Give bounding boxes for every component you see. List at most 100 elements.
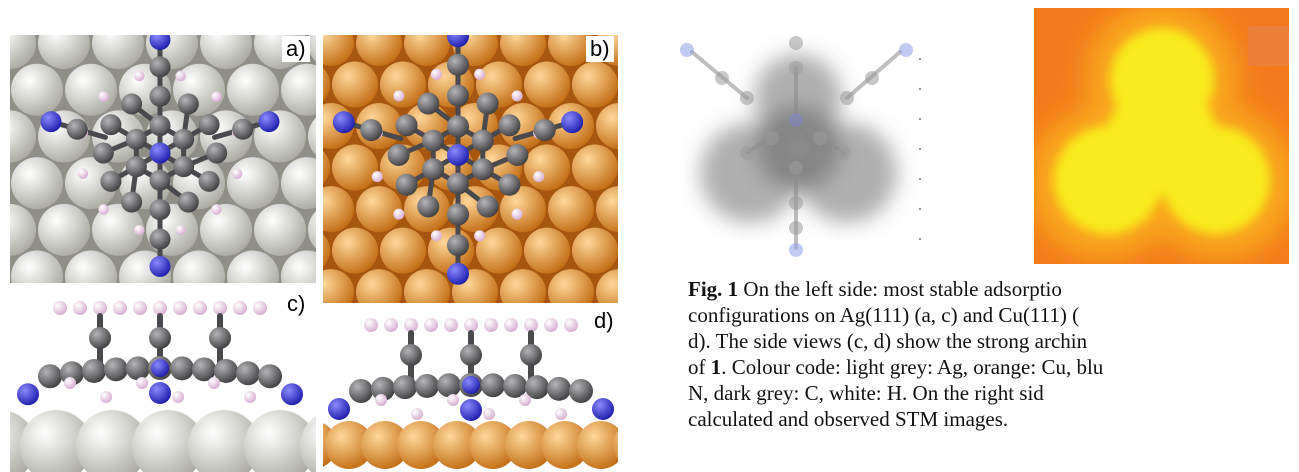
nitrogen-atom — [447, 35, 469, 48]
silver-surface-atom — [300, 416, 316, 472]
hydrogen-atom — [193, 301, 207, 315]
carbon-atom — [447, 115, 469, 138]
copper-surface-atom — [469, 421, 517, 469]
silver-surface-atom — [308, 35, 316, 62]
caption-line-2: configurations on Ag(111) (a, c) and Cu(… — [688, 303, 1080, 327]
scale-tick — [919, 238, 921, 240]
copper-surface-atom — [380, 227, 426, 274]
carbon-atom — [533, 119, 556, 142]
silver-surface-atom — [92, 203, 144, 256]
silver-surface-atom — [281, 157, 316, 210]
copper-surface-atom — [323, 234, 330, 268]
hydrogen-atom — [447, 394, 459, 406]
copper-surface-atom — [325, 421, 373, 469]
copper-surface-atom — [356, 269, 402, 303]
hydrogen-atom — [483, 408, 495, 420]
carbon-atom — [173, 156, 195, 178]
stm-atom — [789, 221, 803, 235]
carbon-atom — [214, 358, 238, 383]
copper-surface-atom — [572, 144, 618, 191]
silver-surface-atom — [20, 410, 92, 472]
carbon-atom — [149, 56, 171, 78]
copper-surface-atom — [577, 421, 618, 469]
calculated-stm-svg — [680, 36, 921, 257]
carbon-atom — [192, 357, 216, 382]
hydrogen-atom — [233, 301, 247, 315]
silver-surface-atom — [38, 203, 90, 256]
hydrogen-atom — [393, 208, 405, 220]
hydrogen-atom — [555, 408, 567, 420]
silver-surface-atom — [65, 157, 117, 210]
copper-surface-atom — [433, 421, 481, 469]
silver-surface-atom — [92, 35, 144, 69]
carbon-atom — [422, 129, 445, 152]
panel-c-side-view-ag — [10, 288, 316, 472]
carbon-atom — [100, 170, 122, 192]
carbon-atom — [447, 203, 469, 226]
silver-surface-atom — [173, 250, 225, 283]
silver-surface-atom — [11, 63, 63, 116]
copper-surface-atom — [356, 186, 402, 233]
silver-surface-atom — [188, 410, 260, 472]
stm-atom — [789, 61, 803, 75]
copper-surface-atom — [323, 186, 354, 233]
carbon-atom — [525, 375, 549, 400]
central-nitrogen-atom — [462, 376, 480, 394]
copper-surface-atom — [323, 68, 330, 102]
copper-surface-atom — [404, 35, 450, 66]
nitrogen-atom — [149, 255, 171, 277]
scale-tick — [919, 208, 921, 210]
silver-surface-atom — [254, 203, 306, 256]
carbon-atom — [393, 375, 417, 400]
hydrogen-atom — [474, 230, 486, 242]
hydrogen-atom — [524, 318, 538, 332]
carbon-atom — [349, 379, 373, 403]
hydrogen-atom — [474, 68, 486, 80]
hydrogen-atom — [133, 301, 147, 315]
carbon-atom — [520, 344, 542, 366]
copper-surface-atom — [380, 61, 426, 108]
carbon-atom — [209, 327, 231, 349]
stm-atom — [789, 161, 803, 175]
silver-surface-atom — [227, 63, 279, 116]
hydrogen-atom — [430, 230, 442, 242]
panel-b-image — [323, 35, 618, 303]
carbon-atom — [104, 357, 128, 382]
stm-corner-patch — [1248, 26, 1289, 66]
hydrogen-atom — [134, 224, 145, 236]
caption-line-5: N, dark grey: C, white: H. On the right … — [688, 381, 1044, 405]
nitrogen-atom — [17, 383, 39, 406]
carbon-atom — [569, 379, 593, 403]
carbon-atom — [547, 376, 571, 401]
caption-text-4a: of — [688, 355, 711, 379]
carbon-atom — [236, 361, 260, 386]
carbon-atom — [126, 356, 150, 381]
hydrogen-atom — [533, 171, 545, 183]
carbon-atom — [447, 234, 469, 257]
silver-surface-atom — [10, 110, 36, 163]
copper-surface-atom — [397, 421, 445, 469]
hydrogen-atom — [73, 301, 87, 315]
stm-calculated-density — [700, 54, 897, 223]
panel-d-image — [323, 318, 618, 469]
carbon-atom — [149, 327, 171, 349]
copper-surface-atom — [500, 35, 546, 66]
copper-surface-atom — [548, 269, 594, 303]
scale-tick — [919, 178, 921, 180]
nitrogen-atom — [149, 382, 171, 404]
silver-surface-atom — [10, 35, 36, 69]
copper-surface-atom — [332, 144, 378, 191]
carbon-atom — [395, 173, 418, 196]
calculated-stm-image — [672, 28, 924, 263]
hydrogen-atom — [100, 391, 112, 403]
stm-atom — [865, 71, 879, 85]
carbon-atom — [149, 199, 171, 221]
hydrogen-atom — [153, 301, 167, 315]
central-nitrogen-atom — [447, 144, 469, 166]
panel-d-label: d) — [590, 308, 618, 334]
silver-surface-atom — [227, 157, 279, 210]
copper-surface-atom — [476, 227, 522, 274]
carbon-atom — [66, 118, 88, 140]
copper-surface-atom — [596, 186, 618, 233]
panel-a-image — [10, 35, 316, 283]
